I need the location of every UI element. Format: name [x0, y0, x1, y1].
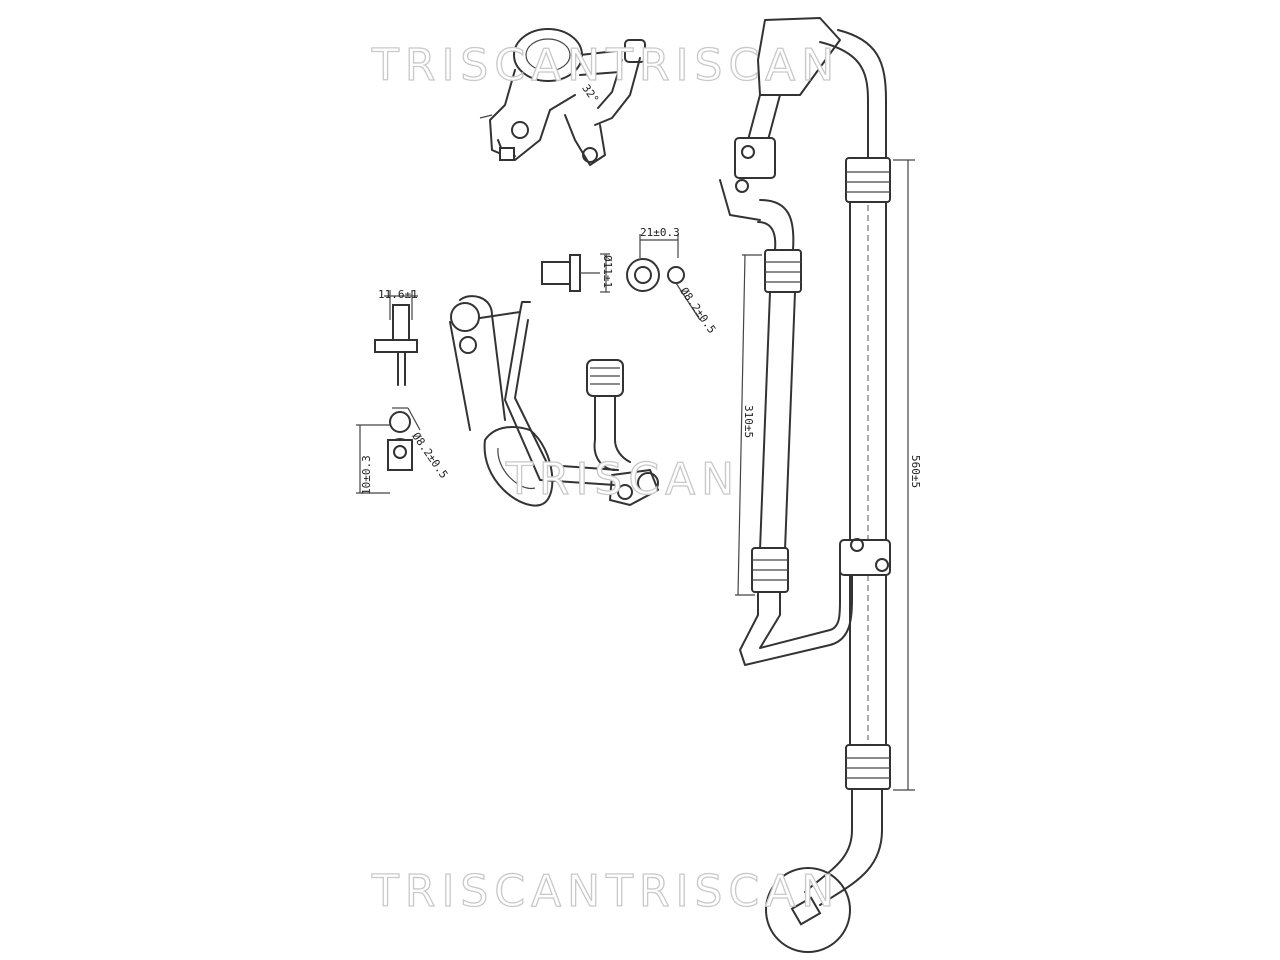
watermark-middle: TRISCAN — [505, 453, 741, 505]
small-fitting-detail-left — [374, 290, 418, 386]
ring-detail — [626, 234, 701, 321]
dim-bore-top: 11.6±1 — [378, 288, 418, 301]
center-pipe-assembly — [449, 295, 659, 507]
dim-inner-length: 310±5 — [742, 405, 755, 439]
watermark-top: TRISCANTRISCAN — [371, 39, 841, 91]
dim-fitting-height: 10±0.3 — [360, 455, 373, 495]
watermark-bottom: TRISCANTRISCAN — [371, 865, 841, 917]
hole-detail-left — [356, 407, 421, 494]
top-fitting-assembly — [479, 28, 646, 166]
dim-overall-length: 560±5 — [909, 455, 922, 489]
dim-small-dia: Ø11±1 — [601, 255, 614, 289]
dim-ring-width: 21±0.3 — [640, 226, 680, 239]
long-hose — [719, 17, 915, 953]
small-side-fitting — [541, 253, 610, 293]
